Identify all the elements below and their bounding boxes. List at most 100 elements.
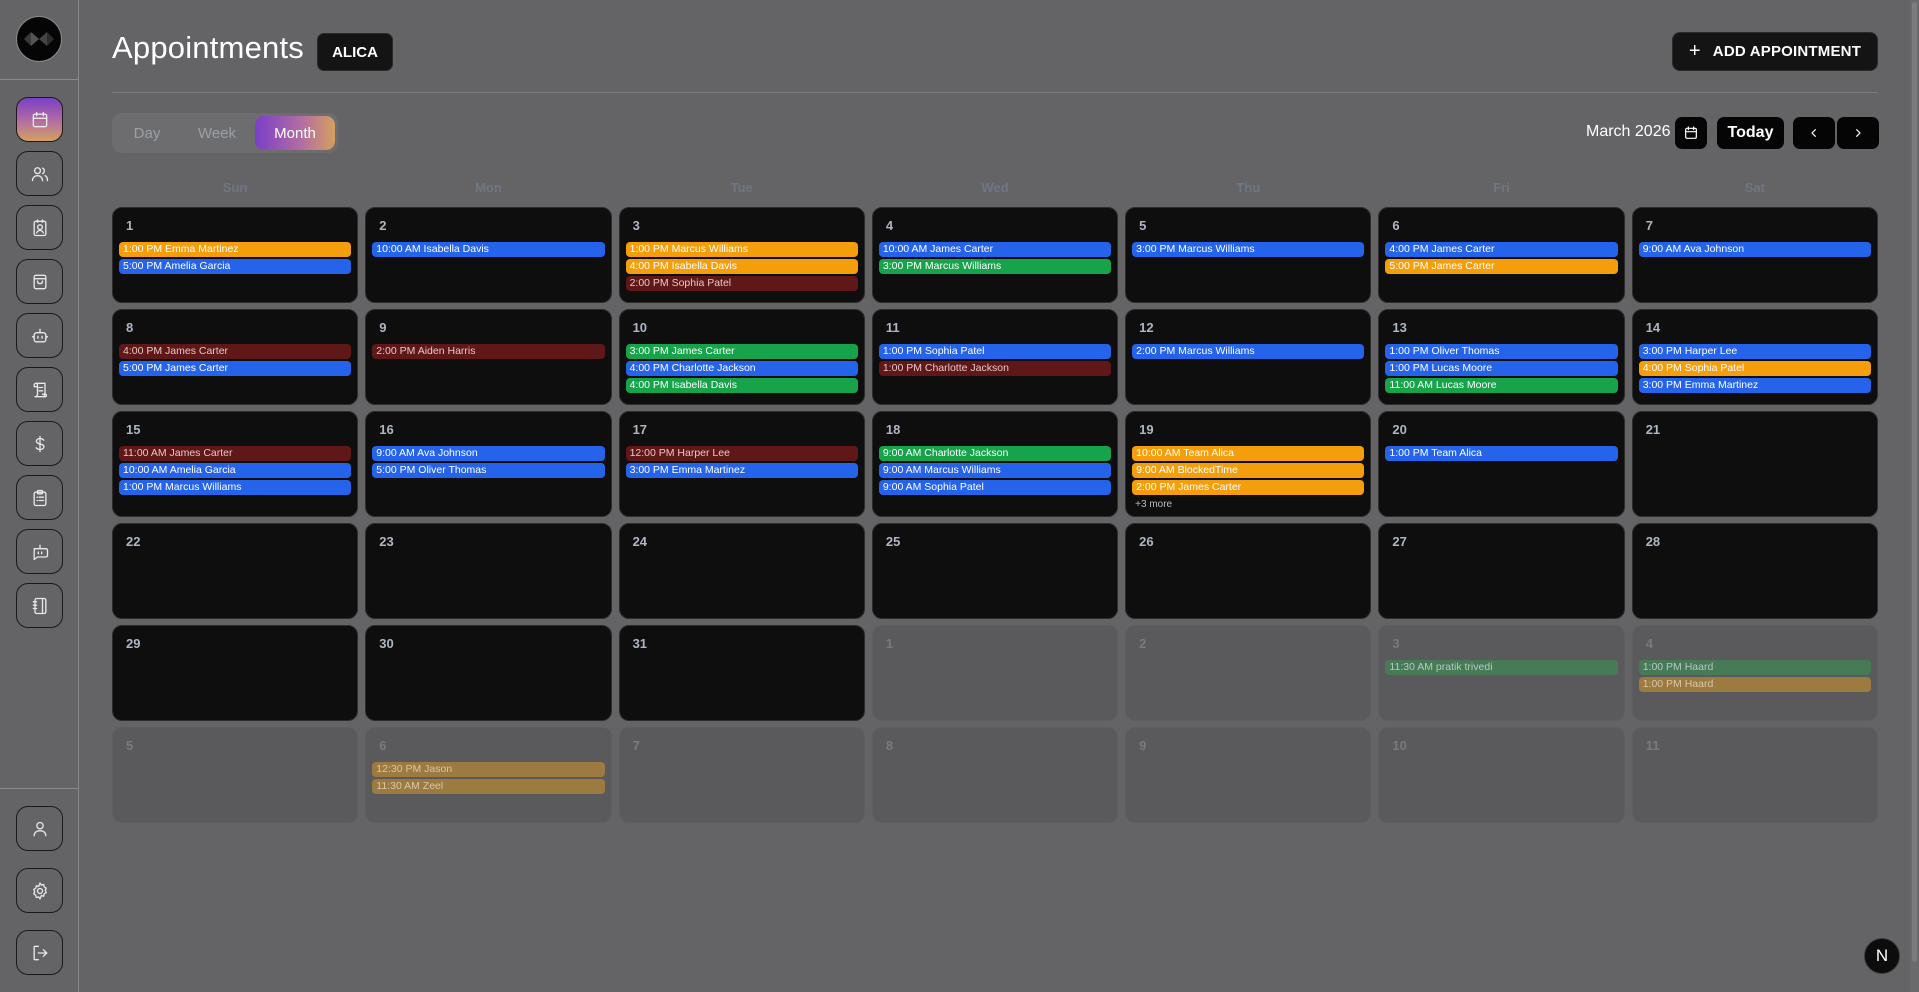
- appointment-chip[interactable]: 11:30 AM Zeel: [372, 779, 605, 794]
- calendar-day-cell[interactable]: 31: [618, 625, 865, 721]
- appointment-chip[interactable]: 3:00 PM James Carter: [625, 344, 858, 359]
- calendar-day-cell[interactable]: 8: [871, 727, 1119, 823]
- calendar-day-cell[interactable]: 11: [1631, 727, 1878, 823]
- appointment-chip[interactable]: 9:00 AM Ava Johnson: [1638, 242, 1871, 257]
- today-button[interactable]: Today: [1717, 117, 1784, 149]
- sidebar-item-chat-bot[interactable]: [16, 529, 63, 574]
- calendar-day-cell[interactable]: 30: [365, 625, 612, 721]
- appointment-chip[interactable]: 9:00 AM Marcus Williams: [878, 463, 1112, 478]
- sidebar-item-tasks[interactable]: [16, 475, 63, 520]
- appointment-chip[interactable]: 10:00 AM Amelia Garcia: [119, 463, 352, 478]
- brand-logo[interactable]: [16, 16, 62, 62]
- appointment-chip[interactable]: 2:00 PM Aiden Harris: [372, 344, 605, 359]
- appointment-chip[interactable]: 3:00 PM Emma Martinez: [625, 463, 858, 478]
- calendar-day-cell[interactable]: 2: [1125, 625, 1372, 721]
- appointment-chip[interactable]: 1:00 PM Marcus Williams: [625, 242, 858, 257]
- appointment-chip[interactable]: 11:00 AM James Carter: [119, 446, 352, 461]
- sidebar-item-notebook[interactable]: [16, 583, 63, 628]
- calendar-day-cell[interactable]: 28: [1631, 523, 1878, 619]
- sidebar-item-bot[interactable]: [16, 313, 63, 358]
- more-events-link[interactable]: +3 more: [1135, 499, 1173, 510]
- previous-month-button[interactable]: [1793, 117, 1835, 149]
- appointment-chip[interactable]: 10:00 AM Isabella Davis: [372, 242, 605, 257]
- sidebar-item-users[interactable]: [16, 151, 63, 196]
- appointment-chip[interactable]: 3:00 PM Harper Lee: [1638, 344, 1871, 359]
- appointment-chip[interactable]: 1:00 PM Charlotte Jackson: [878, 361, 1112, 376]
- appointment-chip[interactable]: 4:00 PM James Carter: [119, 344, 352, 359]
- sidebar-item-profile[interactable]: [16, 806, 63, 851]
- sidebar-item-scripts[interactable]: [16, 367, 63, 412]
- appointment-chip[interactable]: 4:00 PM Charlotte Jackson: [625, 361, 858, 376]
- appointment-chip[interactable]: 4:00 PM James Carter: [1385, 242, 1618, 257]
- appointment-chip[interactable]: 4:00 PM Isabella Davis: [625, 259, 858, 274]
- appointment-chip[interactable]: 2:00 PM Sophia Patel: [625, 276, 858, 291]
- page-scrollbar-thumb[interactable]: [1912, 2, 1917, 962]
- next-month-button[interactable]: [1837, 117, 1879, 149]
- appointment-chip[interactable]: 9:00 AM Sophia Patel: [878, 480, 1112, 495]
- calendar-day-cell[interactable]: 7: [618, 727, 865, 823]
- calendar-day-cell[interactable]: 23: [365, 523, 612, 619]
- calendar-day-cell[interactable]: 25: [871, 523, 1119, 619]
- calendar-day-cell[interactable]: 27: [1378, 523, 1625, 619]
- calendar-day-cell[interactable]: 24: [618, 523, 865, 619]
- calendar-day-cell[interactable]: 21: [1631, 411, 1878, 517]
- calendar-day-cell[interactable]: 29: [112, 625, 359, 721]
- appointment-chip[interactable]: 2:00 PM James Carter: [1132, 480, 1365, 495]
- sidebar-item-shop[interactable]: [16, 259, 63, 304]
- calendar-day-cell[interactable]: 22: [112, 523, 359, 619]
- calendar-day-cell[interactable]: 10: [1378, 727, 1625, 823]
- appointment-chip[interactable]: 5:00 PM James Carter: [119, 361, 352, 376]
- view-month-tab[interactable]: Month: [255, 116, 335, 150]
- sidebar-item-billing[interactable]: [16, 421, 63, 466]
- appointment-chip[interactable]: 11:00 AM Lucas Moore: [1385, 378, 1618, 393]
- appointment-chip[interactable]: 1:00 PM Marcus Williams: [119, 480, 352, 495]
- sidebar-item-settings[interactable]: [16, 868, 63, 913]
- appointment-chip[interactable]: 1:00 PM Haard: [1638, 677, 1871, 692]
- appointment-chip[interactable]: 4:00 PM Sophia Patel: [1638, 361, 1871, 376]
- appointment-chip[interactable]: 1:00 PM Oliver Thomas: [1385, 344, 1618, 359]
- appointment-chip[interactable]: 9:00 AM Ava Johnson: [372, 446, 605, 461]
- view-week-tab[interactable]: Week: [197, 124, 237, 142]
- view-day-tab[interactable]: Day: [133, 124, 161, 142]
- appointment-chip[interactable]: 9:00 AM BlockedTime: [1132, 463, 1365, 478]
- appointment-chip[interactable]: 12:00 PM Harper Lee: [625, 446, 858, 461]
- floating-n-button[interactable]: N: [1864, 938, 1900, 974]
- appointment-chip[interactable]: 1:00 PM Lucas Moore: [1385, 361, 1618, 376]
- tenant-badge[interactable]: ALICA: [317, 33, 393, 71]
- sidebar-item-calendar[interactable]: [16, 97, 63, 142]
- calendar-day-cell[interactable]: 26: [1125, 523, 1372, 619]
- appointment-chip[interactable]: 3:00 PM Marcus Williams: [1132, 242, 1365, 257]
- calendar-day-cell[interactable]: 1: [871, 625, 1119, 721]
- appointment-chip[interactable]: 1:00 PM Sophia Patel: [878, 344, 1112, 359]
- appointment-chip[interactable]: 11:30 AM pratik trivedi: [1385, 660, 1618, 675]
- appointment-chip[interactable]: 10:00 AM Team Alica: [1132, 446, 1365, 461]
- appointment-chip[interactable]: 1:00 PM Emma Martinez: [119, 242, 352, 257]
- appointment-chip[interactable]: 5:00 PM James Carter: [1385, 259, 1618, 274]
- appointment-chip[interactable]: 5:00 PM Amelia Garcia: [119, 259, 352, 274]
- add-appointment-button[interactable]: + ADD APPOINTMENT: [1672, 32, 1878, 71]
- appointment-chip[interactable]: 1:00 PM Team Alica: [1385, 446, 1618, 461]
- appointment-chip[interactable]: 3:00 PM Emma Martinez: [1638, 378, 1871, 393]
- appointment-chip[interactable]: 5:00 PM Oliver Thomas: [372, 463, 605, 478]
